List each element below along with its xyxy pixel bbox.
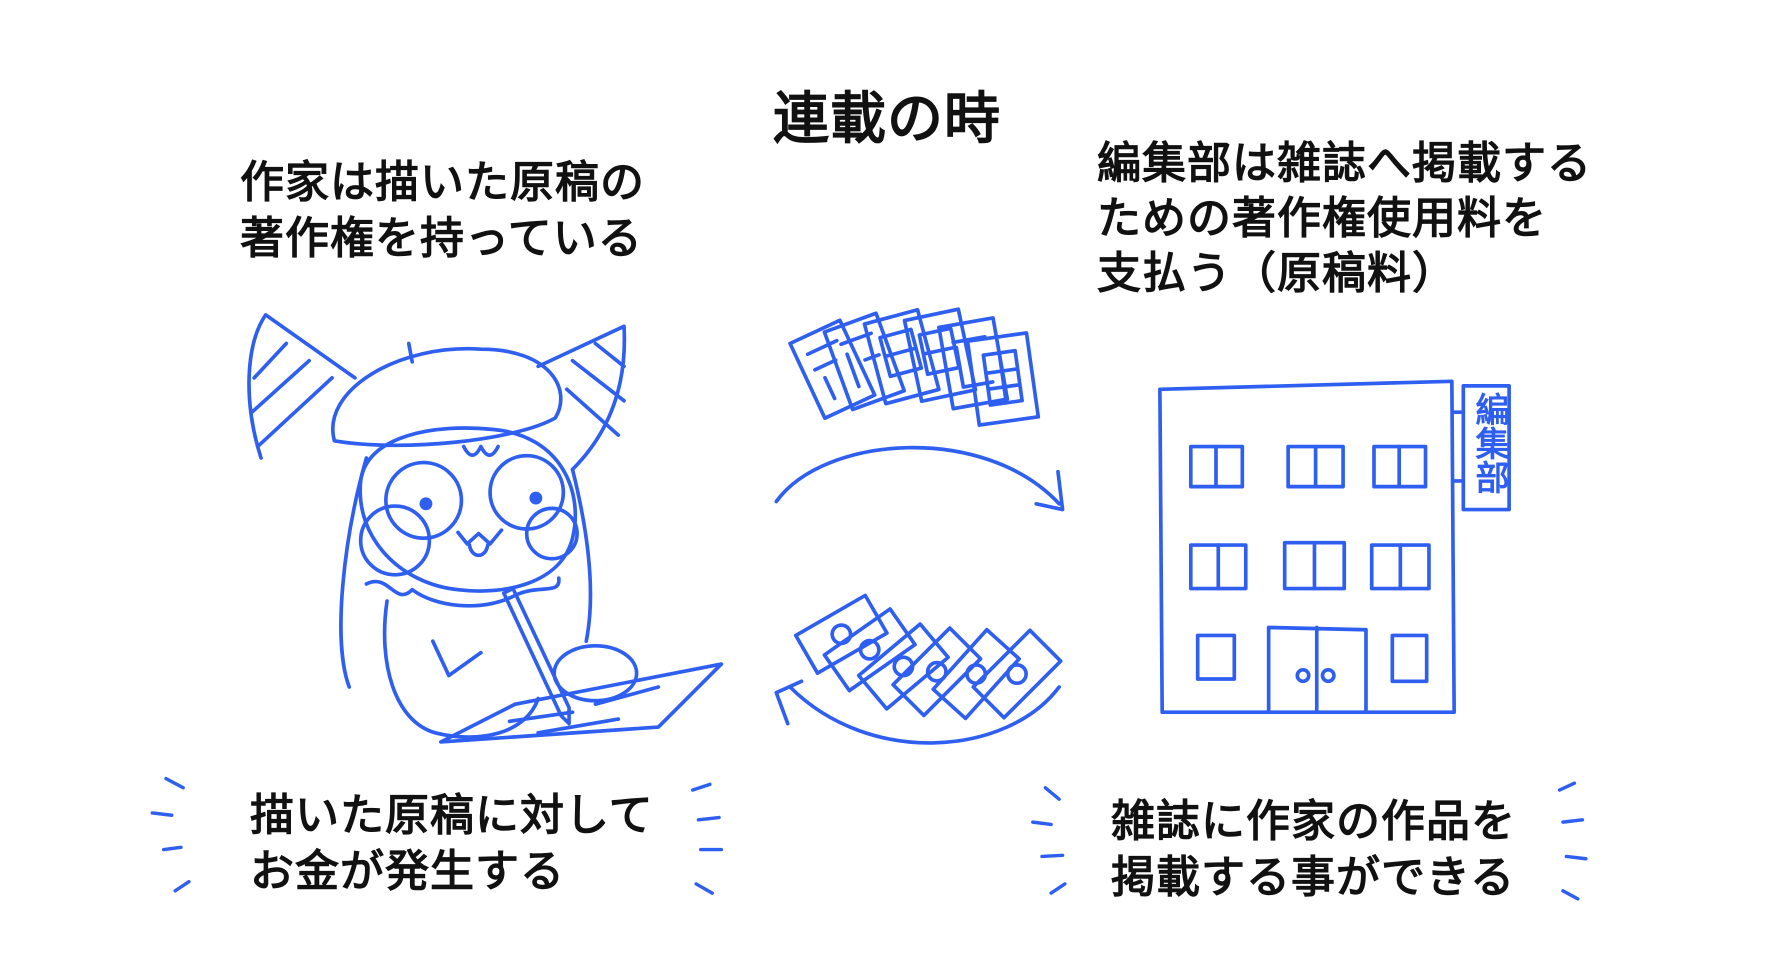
arrow-to-author xyxy=(774,679,1061,745)
diagram-title: 連載の時 xyxy=(773,87,1001,152)
pen-icon xyxy=(501,586,571,726)
emphasis-marks xyxy=(150,776,1588,901)
caption-line: 作家は描いた原稿の xyxy=(240,157,645,208)
caption-line: ための著作権使用料を xyxy=(1097,193,1547,244)
door xyxy=(1266,625,1368,715)
caption-line: 描いた原稿に対して xyxy=(250,790,654,841)
beret xyxy=(331,346,563,448)
collar xyxy=(364,576,561,608)
building-sign xyxy=(1461,384,1511,512)
publisher-payment-caption: 編集部は雑誌へ掲載する ための著作権使用料を 支払う（原稿料） xyxy=(1097,136,1592,301)
building-sign-label: 編集部 xyxy=(1469,392,1509,494)
manuscript-pages-icon xyxy=(788,307,1041,427)
caption-line: 支払う（原稿料） xyxy=(1097,248,1457,299)
caption-line: 著作権を持っている xyxy=(240,213,643,264)
caption-line: 掲載する事ができる xyxy=(1111,852,1516,903)
publisher-building xyxy=(1158,379,1511,715)
left-cheek xyxy=(358,504,432,577)
caption-line: 編集部は雑誌へ掲載する xyxy=(1097,138,1592,189)
mouth xyxy=(456,528,504,558)
right-eye xyxy=(488,453,566,531)
author-benefit-caption: 描いた原稿に対して お金が発生する xyxy=(250,788,654,900)
cartoon-author-character xyxy=(247,313,724,744)
drawing-paper xyxy=(438,662,724,744)
right-cheek xyxy=(524,506,579,561)
left-ear xyxy=(247,313,357,460)
publisher-benefit-caption: 雑誌に作家の作品を 掲載する事ができる xyxy=(1111,794,1516,906)
author-copyright-caption: 作家は描いた原稿の 著作権を持っている xyxy=(240,155,645,267)
right-ear xyxy=(536,324,627,472)
caption-line: 雑誌に作家の作品を xyxy=(1111,796,1516,847)
left-eye xyxy=(384,460,464,540)
arrow-to-publisher xyxy=(774,445,1065,512)
caption-line: お金が発生する xyxy=(250,846,565,897)
body xyxy=(382,599,540,739)
money-bills-icon xyxy=(793,593,1063,721)
